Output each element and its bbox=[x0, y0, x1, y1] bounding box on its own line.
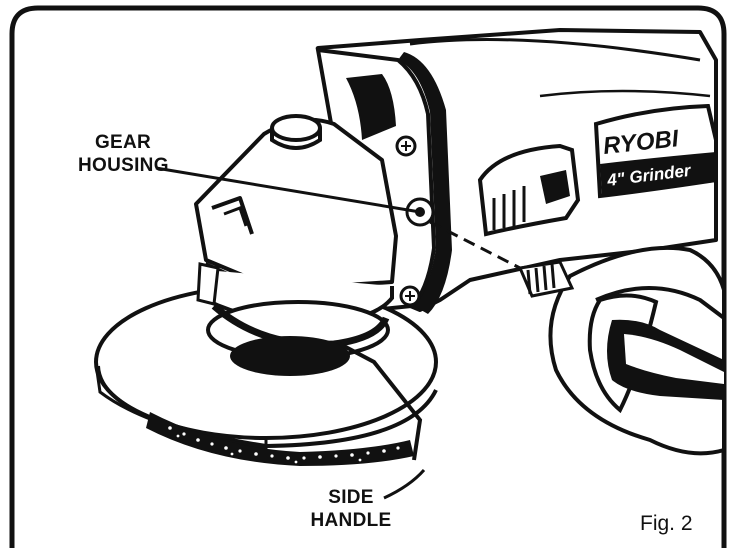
air-vent bbox=[346, 74, 396, 140]
side-handle bbox=[548, 245, 726, 456]
spindle-lock-button bbox=[270, 114, 322, 142]
gear-housing-leader bbox=[155, 166, 421, 214]
figure-caption: Fig. 2 bbox=[640, 512, 693, 535]
side-handle-label: SIDE HANDLE bbox=[290, 486, 412, 532]
handle-stud bbox=[517, 260, 575, 298]
grinding-wheel bbox=[146, 412, 414, 466]
side-handle-label-line-1: SIDE bbox=[328, 487, 374, 508]
housing-seam bbox=[398, 52, 452, 314]
gear-housing-label-line-1: GEAR bbox=[94, 132, 152, 153]
figure-frame bbox=[9, 5, 727, 548]
assembly-dashed-line bbox=[429, 220, 521, 270]
side-handle-leader bbox=[383, 469, 426, 500]
brand-badge bbox=[593, 103, 718, 199]
side-handle-label-line-2: HANDLE bbox=[310, 510, 392, 531]
direction-arrow-icon bbox=[211, 196, 254, 235]
gear-housing-label: GEAR HOUSING bbox=[78, 131, 168, 177]
gear-housing-label-line-2: HOUSING bbox=[78, 155, 169, 176]
